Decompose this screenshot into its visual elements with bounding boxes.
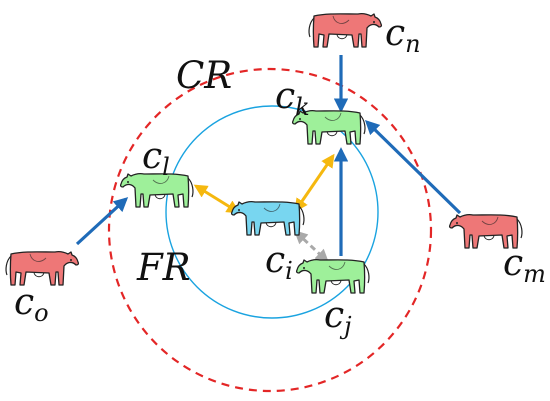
focus-range-circle	[165, 105, 379, 319]
cow-j-label: cj	[324, 295, 352, 340]
cow-i-icon	[230, 200, 305, 236]
cow-m-label: cm	[503, 243, 546, 288]
cow-n-icon	[308, 12, 383, 48]
comm-range-label: CR	[176, 54, 232, 97]
communication-range-circle	[107, 67, 433, 393]
cow-m-icon	[448, 213, 523, 249]
focus-range-label: FR	[136, 246, 191, 289]
edge-i-k-arrow	[294, 153, 335, 213]
edge-o-l-arrow	[75, 197, 129, 246]
cows-layer	[5, 12, 523, 294]
cow-k-icon	[291, 109, 366, 145]
cow-i-label: ci	[265, 240, 293, 285]
cow-n-label: cn	[385, 13, 421, 58]
cow-k-label: ck	[275, 76, 310, 121]
edge-i-j-arrow	[294, 230, 329, 263]
edges-layer	[75, 55, 462, 263]
cow-o-icon	[5, 250, 80, 286]
cow-l-icon	[119, 172, 194, 208]
cow-o-label: co	[14, 282, 49, 327]
cow-j-icon	[295, 258, 370, 294]
cow-l-label: cl	[142, 136, 170, 181]
edge-m-k-arrow	[364, 119, 462, 215]
edge-l-i-arrow	[193, 184, 241, 214]
